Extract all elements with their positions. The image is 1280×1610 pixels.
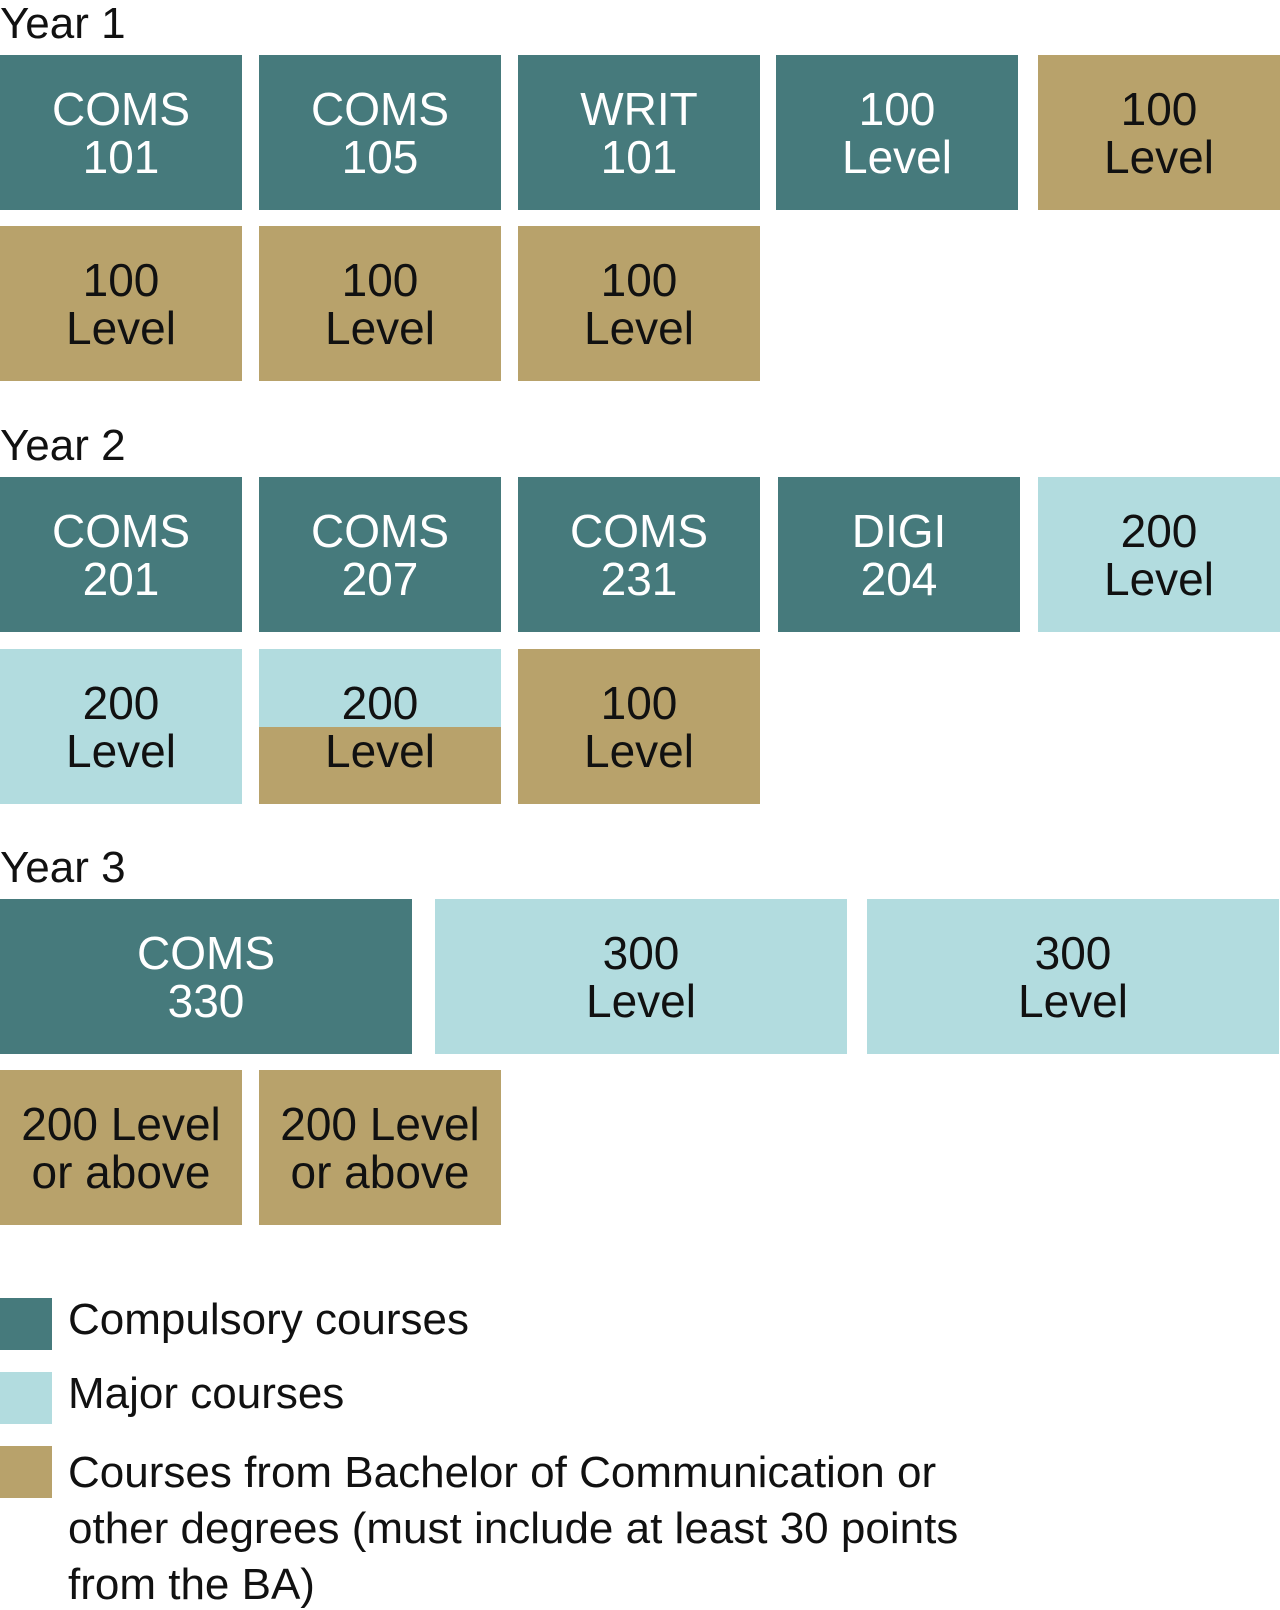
tile-line-2: Level (586, 974, 696, 1027)
year-1-title: Year 1 (0, 0, 126, 48)
year-2-course-100-level-other: 100 Level (518, 649, 760, 804)
legend-other-label: Courses from Bachelor of Communication o… (68, 1445, 1248, 1610)
tile-line-2: or above (290, 1145, 470, 1198)
year-2-course-200-level-split: 200 Level (259, 649, 501, 804)
legend-compulsory-swatch (0, 1298, 52, 1350)
tile-line-1: 200 (82, 676, 160, 729)
year-2-course-coms-231: COMS 231 (518, 477, 760, 632)
legend-other-line-3: from the BA) (68, 1560, 315, 1609)
year-1-course-100-level-other: 100 Level (1038, 55, 1280, 210)
tile-line-2: Level (584, 301, 694, 354)
tile-line-2: 231 (600, 552, 678, 605)
legend-other-line-1: Courses from Bachelor of Communication o… (68, 1448, 937, 1497)
tile-line-2: Level (66, 301, 176, 354)
tile-line-2: Level (325, 301, 435, 354)
tile-line-1: COMS (52, 82, 190, 135)
year-1-course-coms-101: COMS 101 (0, 55, 242, 210)
tile-line-1: COMS (311, 82, 449, 135)
legend-major-swatch (0, 1372, 52, 1424)
tile-line-1: 200 Level (21, 1097, 221, 1150)
tile-line-1: 100 (600, 676, 678, 729)
tile-line-1: 100 (858, 82, 936, 135)
year-3-course-300-level-major: 300 Level (867, 899, 1279, 1054)
year-2-course-digi-204: DIGI 204 (778, 477, 1020, 632)
legend-other-line-2: other degrees (must include at least 30 … (68, 1504, 959, 1553)
tile-line-1: COMS (570, 504, 708, 557)
year-3-course-300-level-major: 300 Level (435, 899, 847, 1054)
year-3-course-200-level-or-above: 200 Level or above (0, 1070, 242, 1225)
year-1-course-100-level-other: 100 Level (518, 226, 760, 381)
year-1-course-100-level-compulsory: 100 Level (776, 55, 1018, 210)
tile-line-2: 105 (341, 130, 419, 183)
tile-line-1: COMS (52, 504, 190, 557)
year-2-course-coms-207: COMS 207 (259, 477, 501, 632)
tile-line-2: 101 (82, 130, 160, 183)
tile-line-2: Level (1104, 552, 1214, 605)
legend-compulsory-label: Compulsory courses (68, 1295, 470, 1344)
tile-line-1: 100 (341, 253, 419, 306)
tile-line-1: DIGI (851, 504, 947, 557)
tile-line-1: 100 (600, 253, 678, 306)
tile-line-2: Level (66, 724, 176, 777)
tile-line-2: 207 (341, 552, 419, 605)
tile-line-2: Level (842, 130, 952, 183)
year-1-course-writ-101: WRIT 101 (518, 55, 760, 210)
year-2-course-200-level-major: 200 Level (0, 649, 242, 804)
tile-line-2: Level (1104, 130, 1214, 183)
tile-line-2: 330 (167, 974, 245, 1027)
year-2-course-200-level-major: 200 Level (1038, 477, 1280, 632)
tile-line-2: Level (325, 724, 435, 777)
year-1-course-coms-105: COMS 105 (259, 55, 501, 210)
year-2-title: Year 2 (0, 421, 126, 470)
split-other-half (259, 726, 501, 804)
tile-line-1: 200 (1120, 504, 1198, 557)
tile-line-1: 100 (82, 253, 160, 306)
tile-line-1: 100 (1120, 82, 1198, 135)
tile-line-1: 300 (602, 926, 680, 979)
year-3-course-coms-330: COMS 330 (0, 899, 412, 1054)
split-major-half (259, 649, 501, 727)
legend-other-swatch (0, 1446, 52, 1498)
year-3-course-200-level-or-above: 200 Level or above (259, 1070, 501, 1225)
legend-major-label: Major courses (68, 1369, 345, 1418)
year-2-course-coms-201: COMS 201 (0, 477, 242, 632)
tile-line-2: Level (1018, 974, 1128, 1027)
tile-line-1: 200 Level (280, 1097, 480, 1150)
tile-line-2: 204 (860, 552, 938, 605)
year-1-course-100-level-other: 100 Level (259, 226, 501, 381)
tile-line-1: COMS (137, 926, 275, 979)
tile-line-1: COMS (311, 504, 449, 557)
tile-line-2: Level (584, 724, 694, 777)
tile-line-2: or above (31, 1145, 211, 1198)
tile-line-1: 300 (1034, 926, 1112, 979)
tile-line-1: 200 (341, 676, 419, 729)
year-1-course-100-level-other: 100 Level (0, 226, 242, 381)
tile-line-2: 201 (82, 552, 160, 605)
tile-line-1: WRIT (580, 82, 698, 135)
tile-line-2: 101 (600, 130, 678, 183)
year-3-title: Year 3 (0, 843, 126, 892)
